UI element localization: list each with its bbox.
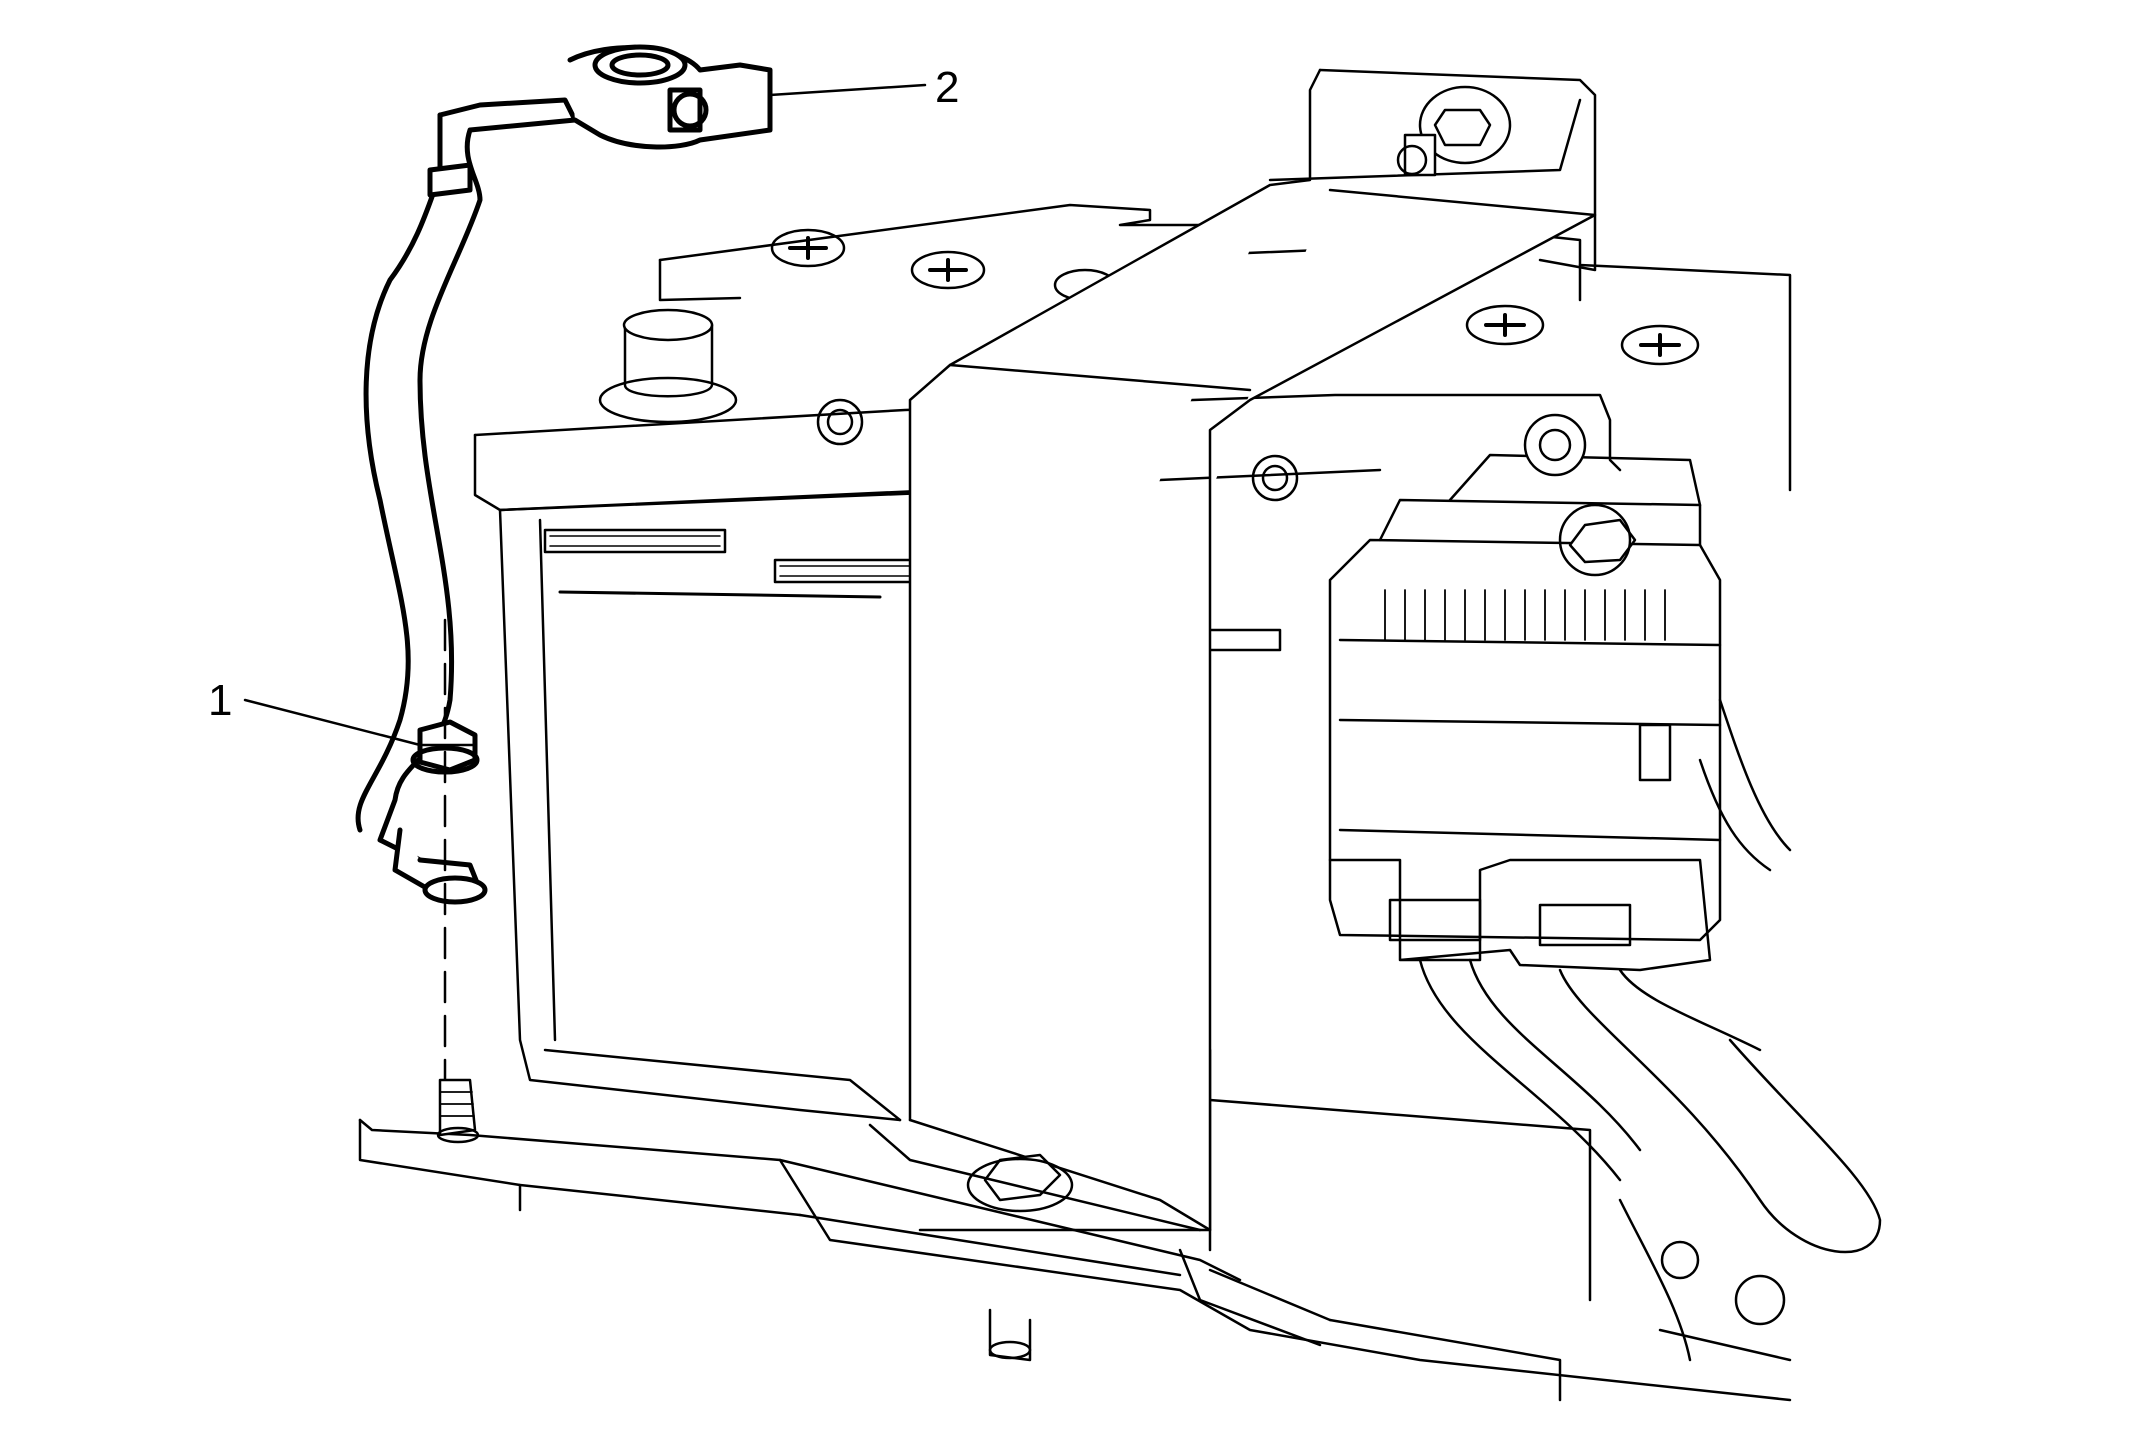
callout-1-leader [243, 698, 422, 747]
ground-cable [355, 44, 773, 905]
hold-down-bracket [778, 68, 1597, 1362]
fuse-block [1328, 413, 1722, 972]
callout-2-label: 2 [935, 63, 959, 112]
ground-stud [436, 1078, 480, 1144]
negative-post [598, 308, 738, 424]
callout-2-leader [768, 83, 927, 97]
cables [1418, 698, 1882, 1362]
filler-caps [770, 228, 1700, 366]
battery-tray [358, 1118, 1792, 1402]
callout-1-label: 1 [208, 676, 232, 725]
